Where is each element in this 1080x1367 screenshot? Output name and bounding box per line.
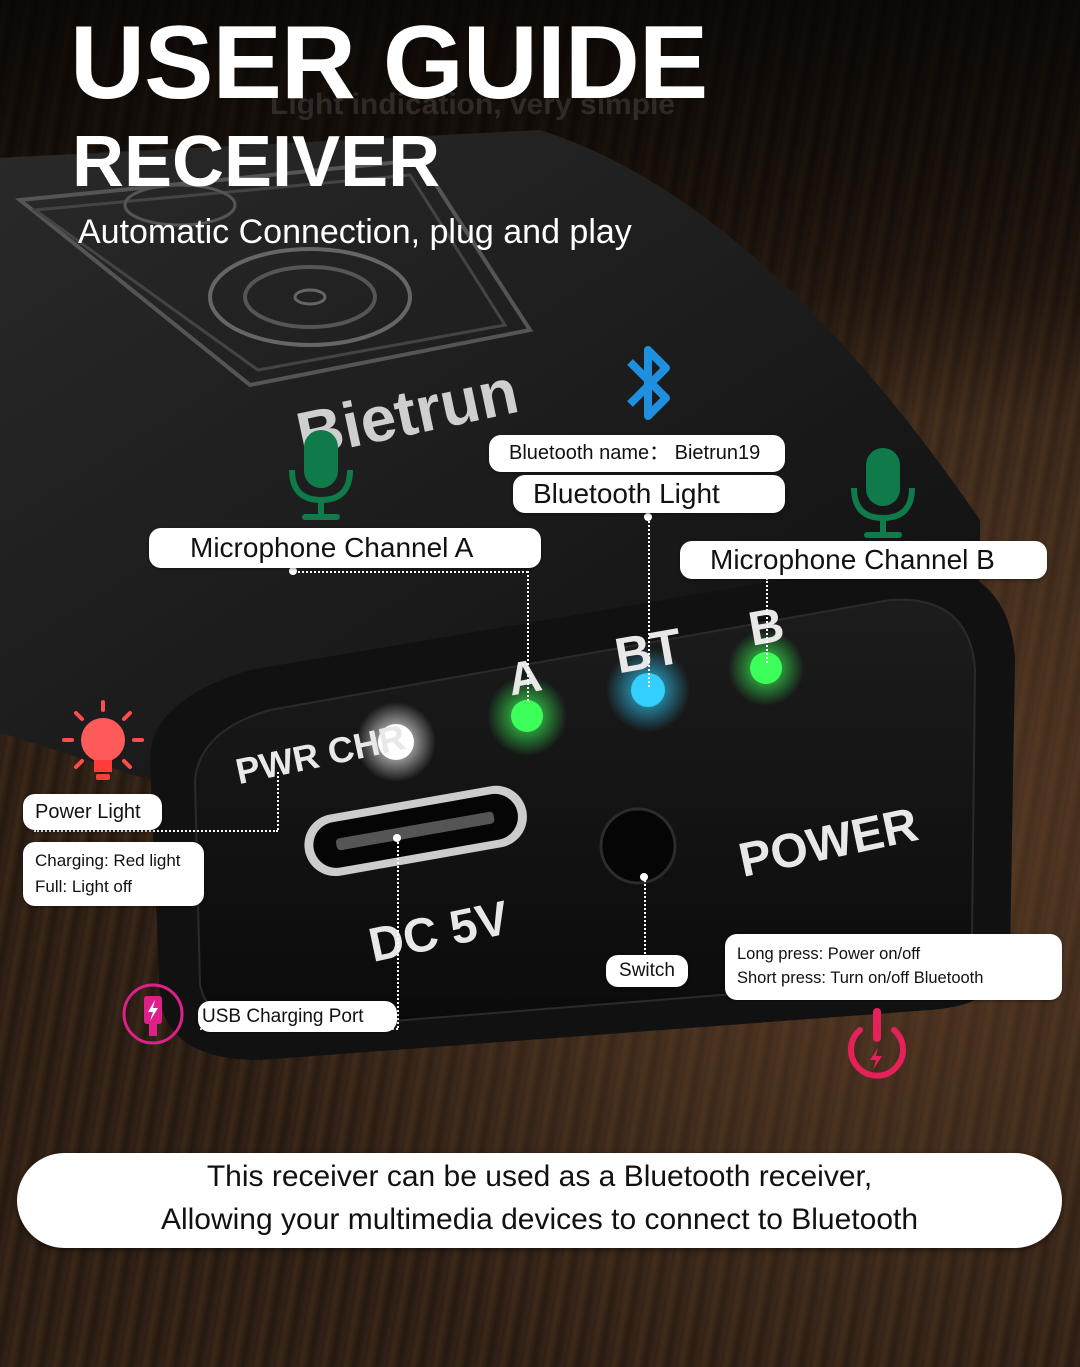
speaker-ring-top bbox=[123, 183, 237, 227]
usb-charging-port-callout: USB Charging Port bbox=[198, 1001, 397, 1032]
speaker-ring-inner bbox=[243, 265, 377, 329]
led-b bbox=[750, 652, 782, 684]
led-a bbox=[511, 700, 543, 732]
leader-dot bbox=[644, 513, 652, 521]
press-instructions-callout: Long press: Power on/off Short press: Tu… bbox=[725, 934, 1062, 1000]
power-icon bbox=[848, 1008, 906, 1079]
speaker-center bbox=[293, 288, 327, 306]
speaker-outline bbox=[14, 157, 534, 388]
leader-switch-v bbox=[644, 876, 646, 954]
faded-caption: Light indication, very simple bbox=[270, 88, 676, 121]
charging-status-callout: Charging: Red light Full: Light off bbox=[23, 842, 204, 906]
press-line-1: Long press: Power on/off bbox=[737, 945, 921, 963]
page-tagline: Automatic Connection, plug and play bbox=[78, 213, 632, 251]
led-bt bbox=[631, 673, 665, 707]
usb-icon bbox=[122, 983, 184, 1045]
leader-dot bbox=[393, 834, 401, 842]
power-switch-button bbox=[599, 807, 677, 885]
bluetooth-light-callout: Bluetooth Light bbox=[513, 475, 785, 513]
leader-power-v bbox=[277, 772, 279, 830]
page-subtitle: RECEIVER bbox=[72, 122, 441, 202]
leader-power-h bbox=[34, 830, 278, 832]
bottom-banner: This receiver can be used as a Bluetooth… bbox=[17, 1153, 1062, 1248]
press-line-2: Short press: Turn on/off Bluetooth bbox=[737, 969, 984, 987]
leader-dot bbox=[289, 567, 297, 575]
leader-mic-a-h bbox=[293, 571, 528, 573]
bluetooth-icon bbox=[627, 346, 670, 420]
leader-bt-v bbox=[648, 517, 650, 687]
speaker-outline-inner bbox=[30, 173, 508, 372]
leader-dot bbox=[640, 873, 648, 881]
banner-line-2: Allowing your multimedia devices to conn… bbox=[160, 1203, 919, 1236]
power-light-callout: Power Light bbox=[23, 794, 162, 830]
microphone-icon bbox=[289, 430, 353, 520]
led-power bbox=[378, 724, 414, 760]
mic-channel-a-callout: Microphone Channel A bbox=[149, 528, 541, 568]
leader-b-v bbox=[766, 578, 768, 663]
light-bulb-icon bbox=[62, 700, 144, 780]
leader-usb-v bbox=[397, 838, 399, 1028]
charging-line-1: Charging: Red light bbox=[35, 851, 181, 870]
microphone-icon bbox=[851, 448, 915, 538]
usb-c-port bbox=[304, 785, 527, 877]
speaker-ring bbox=[208, 247, 412, 347]
leader-mic-a-v bbox=[527, 571, 529, 701]
page-title: USER GUIDE bbox=[70, 5, 708, 121]
bluetooth-name-callout: Bluetooth name： Bietrun19 bbox=[489, 435, 785, 472]
banner-line-1: This receiver can be used as a Bluetooth… bbox=[206, 1160, 873, 1193]
mic-channel-b-callout: Microphone Channel B bbox=[680, 541, 1047, 579]
charging-line-2: Full: Light off bbox=[35, 877, 133, 896]
switch-callout: Switch bbox=[606, 955, 688, 987]
